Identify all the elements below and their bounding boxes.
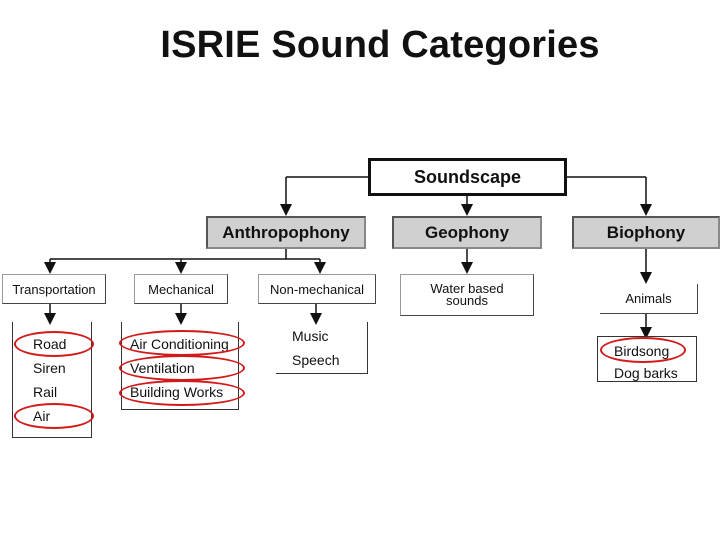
- sounds-line: sounds: [446, 293, 488, 308]
- animals-node: Animals: [600, 284, 698, 314]
- anthropophony-node: Anthropophony: [206, 216, 366, 249]
- page-title: ISRIE Sound Categories: [160, 24, 600, 66]
- list-item-siren: Siren: [33, 360, 66, 376]
- non-mechanical-list: Music Speech: [276, 322, 368, 374]
- highlight-ring-ventilation: [119, 355, 245, 381]
- mechanical-node: Mechanical: [134, 274, 228, 304]
- highlight-ring-birdsong: [600, 337, 686, 363]
- water-based-sounds-node: Water based sounds: [400, 274, 534, 316]
- highlight-ring-air: [14, 403, 94, 429]
- non-mechanical-node: Non-mechanical: [258, 274, 376, 304]
- soundscape-node: Soundscape: [368, 158, 567, 196]
- list-item-rail: Rail: [33, 384, 58, 400]
- highlight-ring-building-works: [119, 380, 245, 406]
- list-item-dog-barks: Dog barks: [614, 365, 678, 381]
- transportation-node: Transportation: [2, 274, 106, 304]
- biophony-node: Biophony: [572, 216, 720, 249]
- highlight-ring-road: [14, 331, 94, 357]
- water-based-line: Water based: [430, 281, 504, 296]
- geophony-node: Geophony: [392, 216, 542, 249]
- list-item-speech: Speech: [292, 352, 340, 368]
- highlight-ring-air-conditioning: [119, 330, 245, 356]
- list-item-music: Music: [292, 328, 329, 344]
